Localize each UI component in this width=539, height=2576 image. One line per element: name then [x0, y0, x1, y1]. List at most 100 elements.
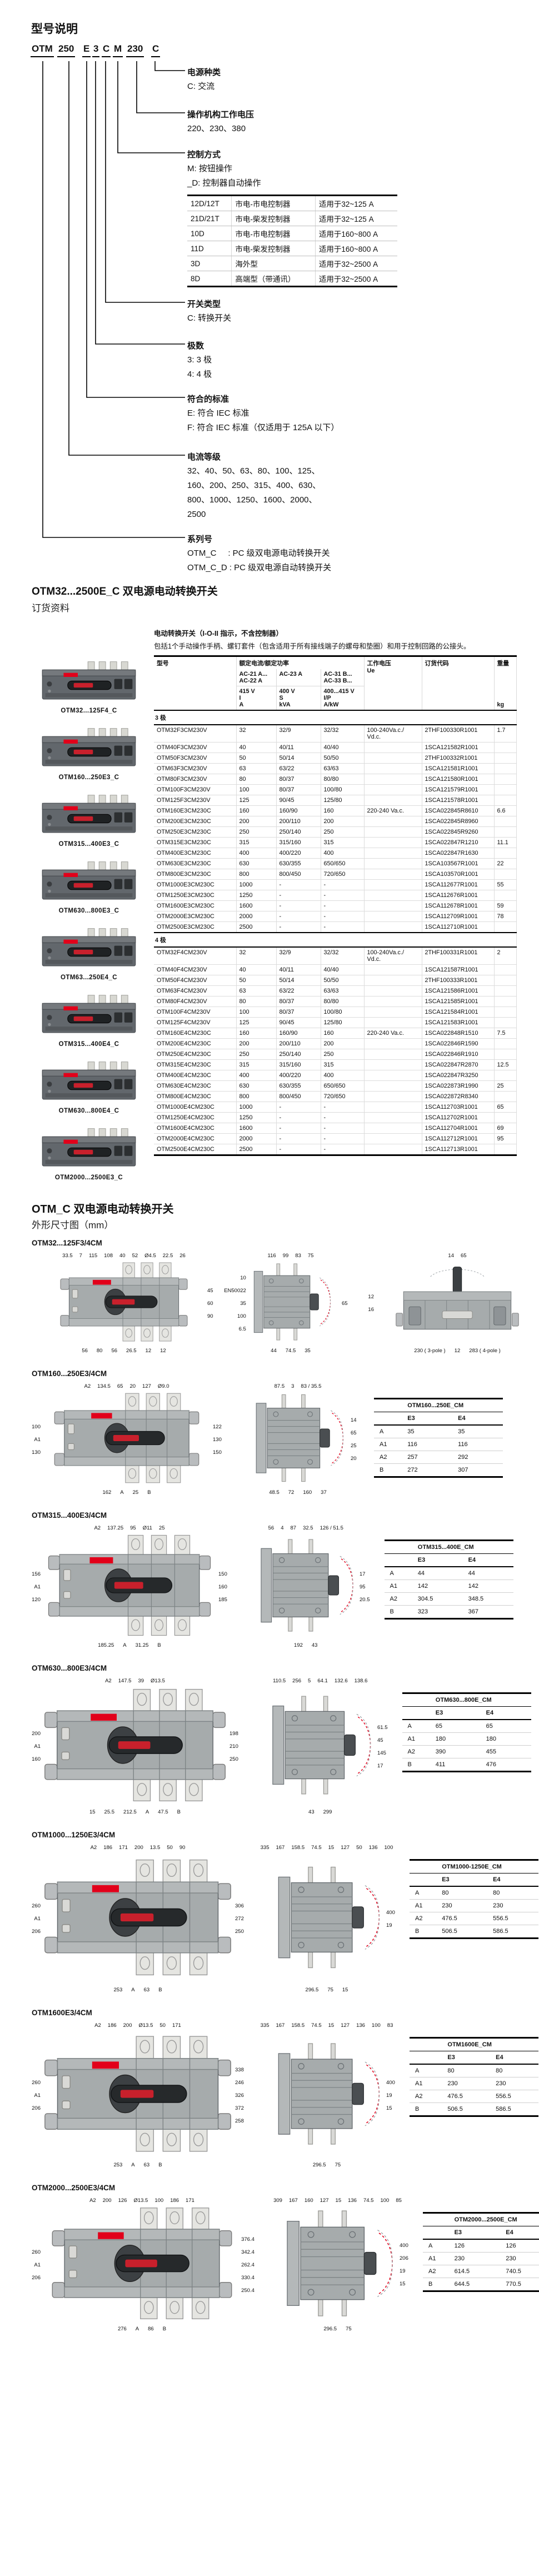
dimension-table-value: 614.5: [448, 2265, 501, 2278]
dimension-label: 127: [142, 1383, 151, 1389]
dimension-label: A: [135, 2326, 139, 2332]
rect: [141, 1324, 153, 1342]
rect: [263, 1275, 311, 1329]
ac21-cell: 40: [236, 964, 277, 975]
dimension-table-row-label: B: [428, 2281, 433, 2288]
connector-line: [42, 61, 185, 538]
voltage-cell: [364, 1123, 422, 1134]
model-cell: OTM315E3CM230C: [154, 837, 237, 848]
ac21-cell: 125: [236, 1017, 277, 1028]
ac21-cell: 1600: [236, 900, 277, 911]
dimension-label: 75: [335, 2162, 341, 2168]
dimension-label: 158.5: [291, 1845, 305, 1851]
ac23-cell: 630/355: [276, 858, 321, 869]
dimension-label: 200: [32, 1731, 41, 1737]
rect: [133, 1777, 151, 1802]
rect: [293, 1328, 298, 1341]
rect: [166, 2295, 183, 2319]
ellipse: [166, 1956, 177, 1970]
circle: [47, 815, 52, 820]
voltage-cell: [364, 763, 422, 774]
rect: [63, 672, 78, 677]
rect: [98, 1128, 106, 1138]
col-unit-ac21: 415 V I A: [236, 686, 277, 710]
product-photo: [42, 995, 136, 1033]
dimension-section-heading: OTM630...800E3/4CM: [32, 1664, 107, 1672]
product-photo: [42, 1062, 136, 1100]
rect: [114, 1012, 123, 1023]
rect: [63, 873, 78, 877]
weight-cell: 22: [494, 858, 517, 869]
dimension-label: 335: [260, 1845, 270, 1851]
ellipse: [166, 2132, 177, 2146]
weight-cell: [494, 869, 517, 880]
rect: [87, 728, 95, 738]
order-code-cell: 1SCA022847R1630: [422, 848, 495, 859]
ellipse: [139, 2040, 150, 2054]
dimension-label: 296.5: [312, 2162, 326, 2168]
dimension-label: A2: [94, 2022, 101, 2029]
dimension-label: 87: [290, 1525, 297, 1531]
rect: [68, 1318, 179, 1327]
dimension-label: 45: [207, 1287, 213, 1294]
dimension-label: 19: [386, 2092, 392, 2099]
dimension-label: 12: [454, 1348, 461, 1354]
dimension-table-value: 126: [448, 2239, 501, 2253]
circle: [268, 1278, 274, 1284]
rect: [73, 1016, 93, 1022]
annotation-title: 操作机构工作电压: [187, 110, 254, 119]
ellipse: [143, 2301, 154, 2314]
control-mode-cell: 市电-柴发控制器: [231, 211, 316, 226]
rect: [45, 1160, 133, 1164]
control-mode-cell: 适用于32~125 A: [315, 195, 397, 211]
rect: [98, 661, 106, 671]
circle: [307, 2231, 315, 2238]
side-view-svg: [272, 1696, 371, 1795]
rect: [363, 2251, 377, 2275]
weight-cell: 59: [494, 900, 517, 911]
rect: [112, 1299, 135, 1305]
dimension-table-title: OTM630...800E_CM: [430, 1693, 531, 1707]
dimension-label: A: [120, 1489, 124, 1496]
dimension-section-heading: OTM2000...2500E3/4CM: [32, 2184, 116, 2192]
rect: [189, 2036, 208, 2061]
rect: [331, 1866, 336, 1884]
front-view-svg: [60, 1262, 188, 1342]
dimension-label: A2: [89, 2198, 96, 2204]
ac23-cell: 630/355: [276, 1080, 321, 1092]
dimension-label: 400: [386, 1909, 395, 1916]
order-note-body: 包括1个手动操作手柄、螺钉套件（包含适用于所有接线端子的螺母和垫圈）和用于控制回…: [154, 642, 471, 650]
rect: [63, 1139, 78, 1144]
dimension-label: 400: [400, 2243, 408, 2249]
ellipse: [195, 2301, 206, 2314]
dimension-table-row-label: A: [374, 1425, 402, 1438]
annotation-title: 电流等级: [187, 452, 221, 462]
circle: [48, 689, 51, 693]
order-code-cell: 1SCA121583R1001: [422, 1017, 495, 1028]
ac31-cell: 250: [321, 1049, 365, 1060]
dimension-label: 150: [218, 1571, 227, 1577]
voltage-cell: [364, 1070, 422, 1081]
rect: [92, 1279, 111, 1285]
rect: [121, 1128, 128, 1138]
rect: [442, 1311, 473, 1319]
front-view-drawing: [43, 1853, 232, 1984]
order-code-cell: 1SCA022845R9260: [422, 826, 495, 838]
dimension-table-row-label: A1: [410, 1899, 437, 1912]
rect: [68, 2270, 77, 2279]
ac23-cell: 315/160: [276, 1059, 321, 1070]
dimension-label: 6.5: [238, 1326, 246, 1332]
ac23-cell: 160/90: [276, 805, 321, 816]
